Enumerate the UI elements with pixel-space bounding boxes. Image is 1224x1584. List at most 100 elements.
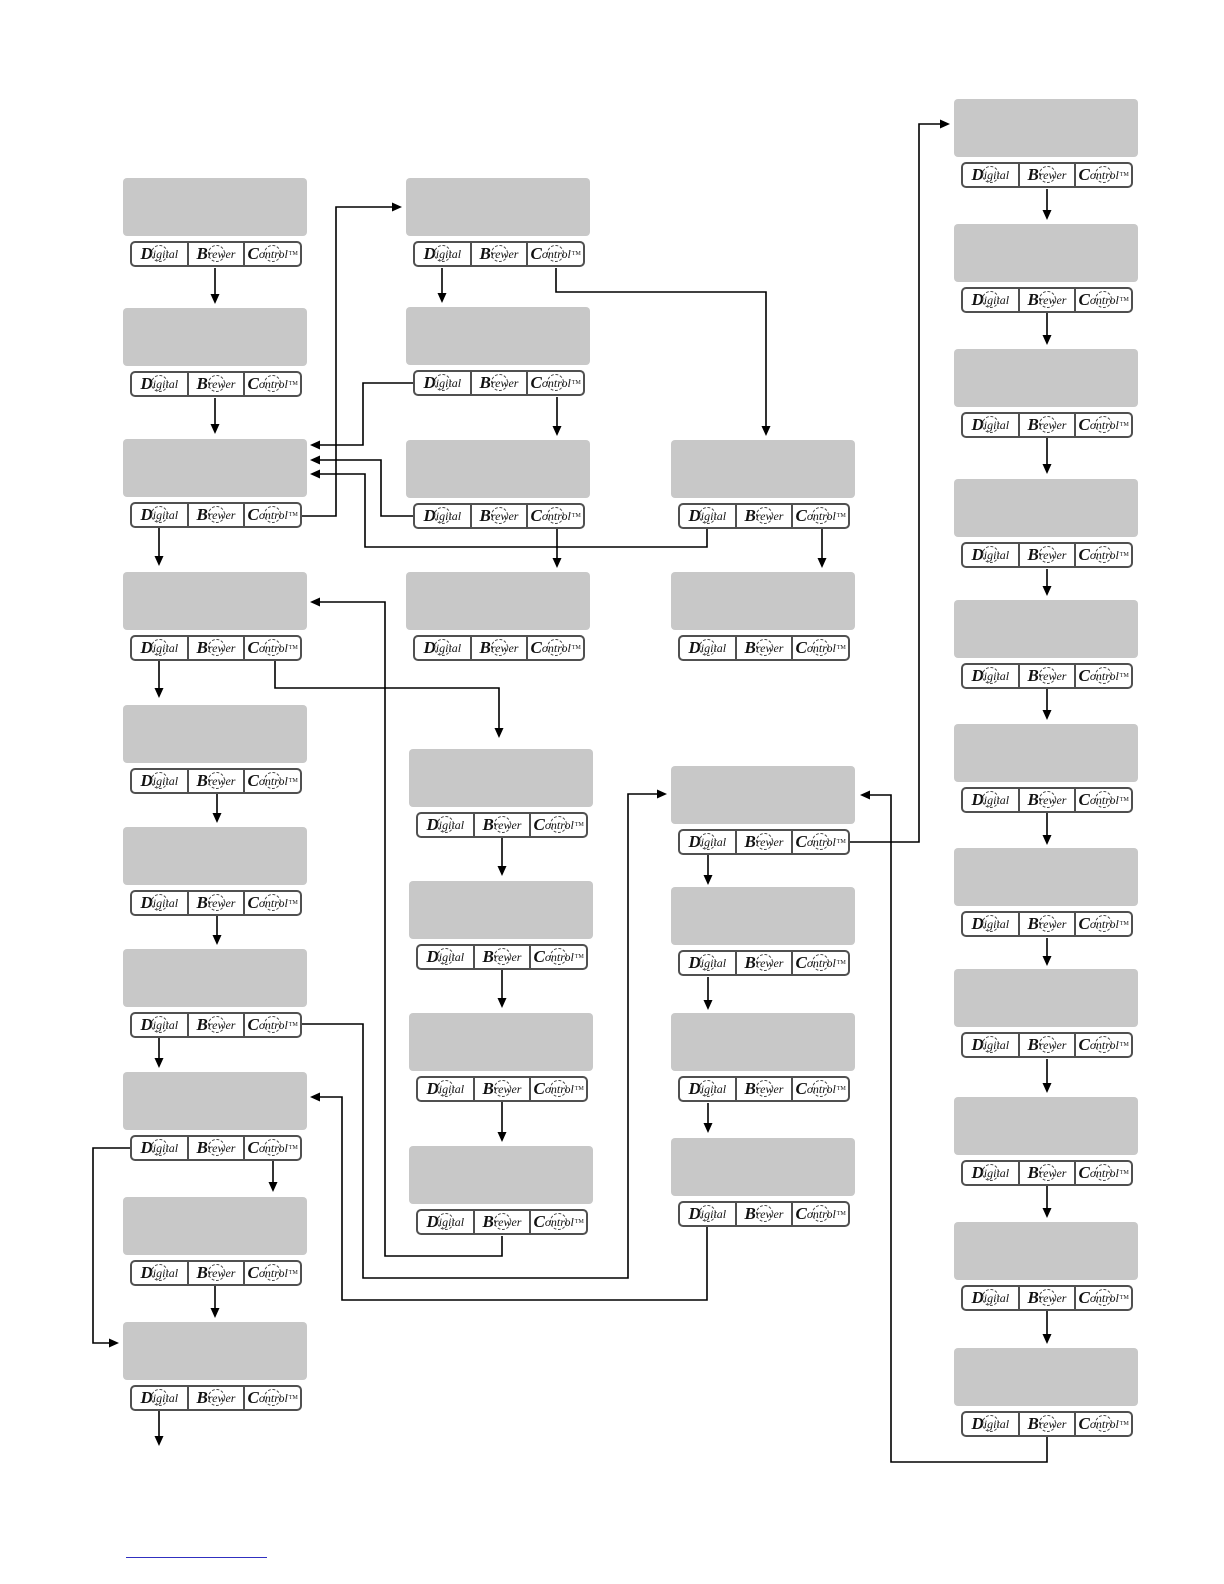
digital-key[interactable]: Digital [132, 504, 187, 526]
digital-key[interactable]: Digital [963, 544, 1018, 566]
control-key[interactable]: ControlTM [791, 1203, 848, 1225]
digital-key[interactable]: Digital [680, 952, 735, 974]
control-key[interactable]: ControlTM [791, 505, 848, 527]
brewer-key[interactable]: Brewer [472, 814, 530, 836]
control-key[interactable]: ControlTM [243, 637, 300, 659]
digital-key[interactable]: Digital [415, 243, 470, 265]
brewer-key[interactable]: Brewer [186, 504, 244, 526]
brewer-key[interactable]: Brewer [734, 1078, 792, 1100]
brewer-key[interactable]: Brewer [469, 505, 527, 527]
digital-key[interactable]: Digital [963, 289, 1018, 311]
control-key[interactable]: ControlTM [529, 1078, 586, 1100]
digital-key[interactable]: Digital [132, 892, 187, 914]
control-key[interactable]: ControlTM [243, 504, 300, 526]
control-key[interactable]: ControlTM [1074, 289, 1131, 311]
brewer-key[interactable]: Brewer [1017, 164, 1075, 186]
control-key[interactable]: ControlTM [243, 243, 300, 265]
digital-key[interactable]: Digital [680, 1203, 735, 1225]
brewer-key[interactable]: Brewer [186, 770, 244, 792]
digital-key[interactable]: Digital [680, 1078, 735, 1100]
control-key[interactable]: ControlTM [791, 1078, 848, 1100]
brewer-key[interactable]: Brewer [1017, 544, 1075, 566]
digital-key[interactable]: Digital [963, 913, 1018, 935]
control-key[interactable]: ControlTM [526, 372, 583, 394]
control-key[interactable]: ControlTM [791, 637, 848, 659]
brewer-key[interactable]: Brewer [469, 243, 527, 265]
digital-key[interactable]: Digital [963, 1162, 1018, 1184]
digital-key[interactable]: Digital [680, 505, 735, 527]
brewer-key[interactable]: Brewer [186, 1262, 244, 1284]
brewer-key[interactable]: Brewer [472, 1078, 530, 1100]
digital-key[interactable]: Digital [132, 373, 187, 395]
control-key[interactable]: ControlTM [243, 1387, 300, 1409]
digital-key[interactable]: Digital [132, 637, 187, 659]
control-key[interactable]: ControlTM [243, 373, 300, 395]
digital-key[interactable]: Digital [418, 946, 473, 968]
brewer-key[interactable]: Brewer [186, 373, 244, 395]
digital-key[interactable]: Digital [963, 789, 1018, 811]
control-key[interactable]: ControlTM [529, 1211, 586, 1233]
brewer-key[interactable]: Brewer [186, 1137, 244, 1159]
control-key[interactable]: ControlTM [529, 814, 586, 836]
brewer-key[interactable]: Brewer [1017, 1162, 1075, 1184]
control-key[interactable]: ControlTM [1074, 1034, 1131, 1056]
control-key[interactable]: ControlTM [243, 1014, 300, 1036]
digital-key[interactable]: Digital [418, 1211, 473, 1233]
brewer-key[interactable]: Brewer [469, 372, 527, 394]
digital-key[interactable]: Digital [963, 1413, 1018, 1435]
control-key[interactable]: ControlTM [243, 1262, 300, 1284]
digital-key[interactable]: Digital [680, 831, 735, 853]
control-key[interactable]: ControlTM [1074, 665, 1131, 687]
digital-key[interactable]: Digital [415, 505, 470, 527]
brewer-key[interactable]: Brewer [1017, 913, 1075, 935]
digital-key[interactable]: Digital [415, 372, 470, 394]
control-key[interactable]: ControlTM [1074, 544, 1131, 566]
control-key[interactable]: ControlTM [243, 1137, 300, 1159]
brewer-key[interactable]: Brewer [1017, 1287, 1075, 1309]
control-key[interactable]: ControlTM [1074, 913, 1131, 935]
brewer-key[interactable]: Brewer [734, 952, 792, 974]
brewer-key[interactable]: Brewer [1017, 789, 1075, 811]
digital-key[interactable]: Digital [132, 1387, 187, 1409]
digital-key[interactable]: Digital [132, 1014, 187, 1036]
control-key[interactable]: ControlTM [791, 952, 848, 974]
brewer-key[interactable]: Brewer [1017, 414, 1075, 436]
digital-key[interactable]: Digital [680, 637, 735, 659]
digital-key[interactable]: Digital [132, 1262, 187, 1284]
control-key[interactable]: ControlTM [243, 892, 300, 914]
brewer-key[interactable]: Brewer [472, 946, 530, 968]
brewer-key[interactable]: Brewer [472, 1211, 530, 1233]
control-key[interactable]: ControlTM [526, 505, 583, 527]
digital-key[interactable]: Digital [963, 1034, 1018, 1056]
control-key[interactable]: ControlTM [1074, 164, 1131, 186]
control-key[interactable]: ControlTM [1074, 1413, 1131, 1435]
brewer-key[interactable]: Brewer [1017, 1034, 1075, 1056]
brewer-key[interactable]: Brewer [734, 831, 792, 853]
digital-key[interactable]: Digital [418, 814, 473, 836]
digital-key[interactable]: Digital [132, 770, 187, 792]
digital-key[interactable]: Digital [963, 665, 1018, 687]
digital-key[interactable]: Digital [963, 414, 1018, 436]
brewer-key[interactable]: Brewer [734, 1203, 792, 1225]
brewer-key[interactable]: Brewer [186, 1014, 244, 1036]
control-key[interactable]: ControlTM [243, 770, 300, 792]
brewer-key[interactable]: Brewer [469, 637, 527, 659]
digital-key[interactable]: Digital [132, 243, 187, 265]
brewer-key[interactable]: Brewer [1017, 1413, 1075, 1435]
digital-key[interactable]: Digital [963, 164, 1018, 186]
control-key[interactable]: ControlTM [526, 243, 583, 265]
control-key[interactable]: ControlTM [1074, 789, 1131, 811]
brewer-key[interactable]: Brewer [734, 505, 792, 527]
control-key[interactable]: ControlTM [791, 831, 848, 853]
control-key[interactable]: ControlTM [1074, 1287, 1131, 1309]
control-key[interactable]: ControlTM [1074, 1162, 1131, 1184]
digital-key[interactable]: Digital [418, 1078, 473, 1100]
digital-key[interactable]: Digital [415, 637, 470, 659]
control-key[interactable]: ControlTM [526, 637, 583, 659]
brewer-key[interactable]: Brewer [1017, 289, 1075, 311]
brewer-key[interactable]: Brewer [186, 892, 244, 914]
brewer-key[interactable]: Brewer [186, 1387, 244, 1409]
brewer-key[interactable]: Brewer [186, 243, 244, 265]
control-key[interactable]: ControlTM [529, 946, 586, 968]
digital-key[interactable]: Digital [132, 1137, 187, 1159]
